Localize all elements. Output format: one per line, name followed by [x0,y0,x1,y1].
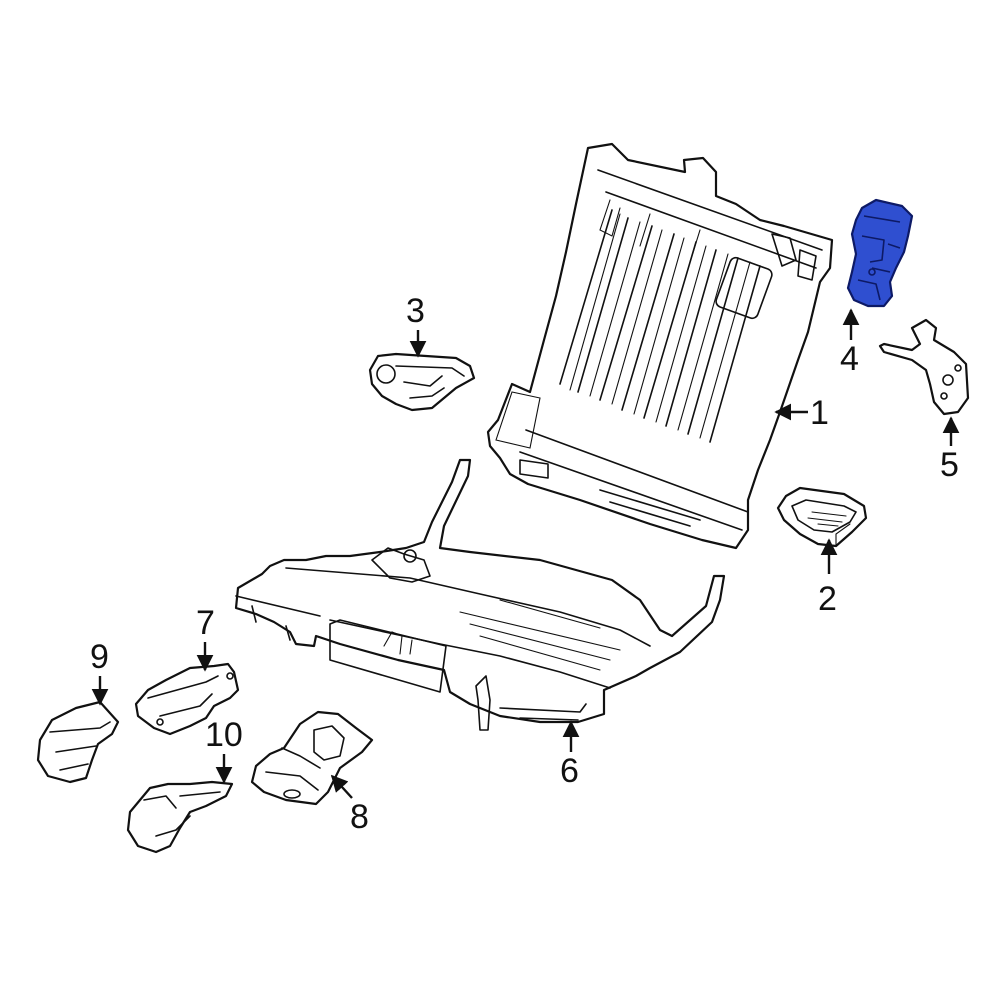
part-6-cushion-frame[interactable] [234,458,726,731]
callout-4[interactable]: 4 [840,340,859,378]
part-4-bracket-highlighted[interactable] [846,198,914,308]
part-7-cover[interactable] [134,662,240,736]
callout-9[interactable]: 9 [90,638,109,676]
callout-2[interactable]: 2 [818,580,837,618]
callout-7[interactable]: 7 [196,604,215,642]
part-8-cover[interactable] [250,710,374,806]
callout-8[interactable]: 8 [350,798,369,836]
part-10-cover[interactable] [126,780,234,854]
part-5-hinge[interactable] [878,318,970,416]
callout-10[interactable]: 10 [205,716,243,754]
callout-5[interactable]: 5 [940,446,959,484]
part-3-cover[interactable] [368,352,476,412]
leader-lines [91,308,960,799]
callout-labels: 1 2 3 4 5 6 7 8 9 10 [90,292,959,836]
callout-6[interactable]: 6 [560,752,579,790]
callout-3[interactable]: 3 [406,292,425,330]
leader-8 [330,774,353,799]
callout-1[interactable]: 1 [810,394,829,432]
part-1-seatback-frame[interactable] [486,142,834,550]
part-2-bracket[interactable] [776,486,868,548]
part-9-cover[interactable] [36,700,120,784]
